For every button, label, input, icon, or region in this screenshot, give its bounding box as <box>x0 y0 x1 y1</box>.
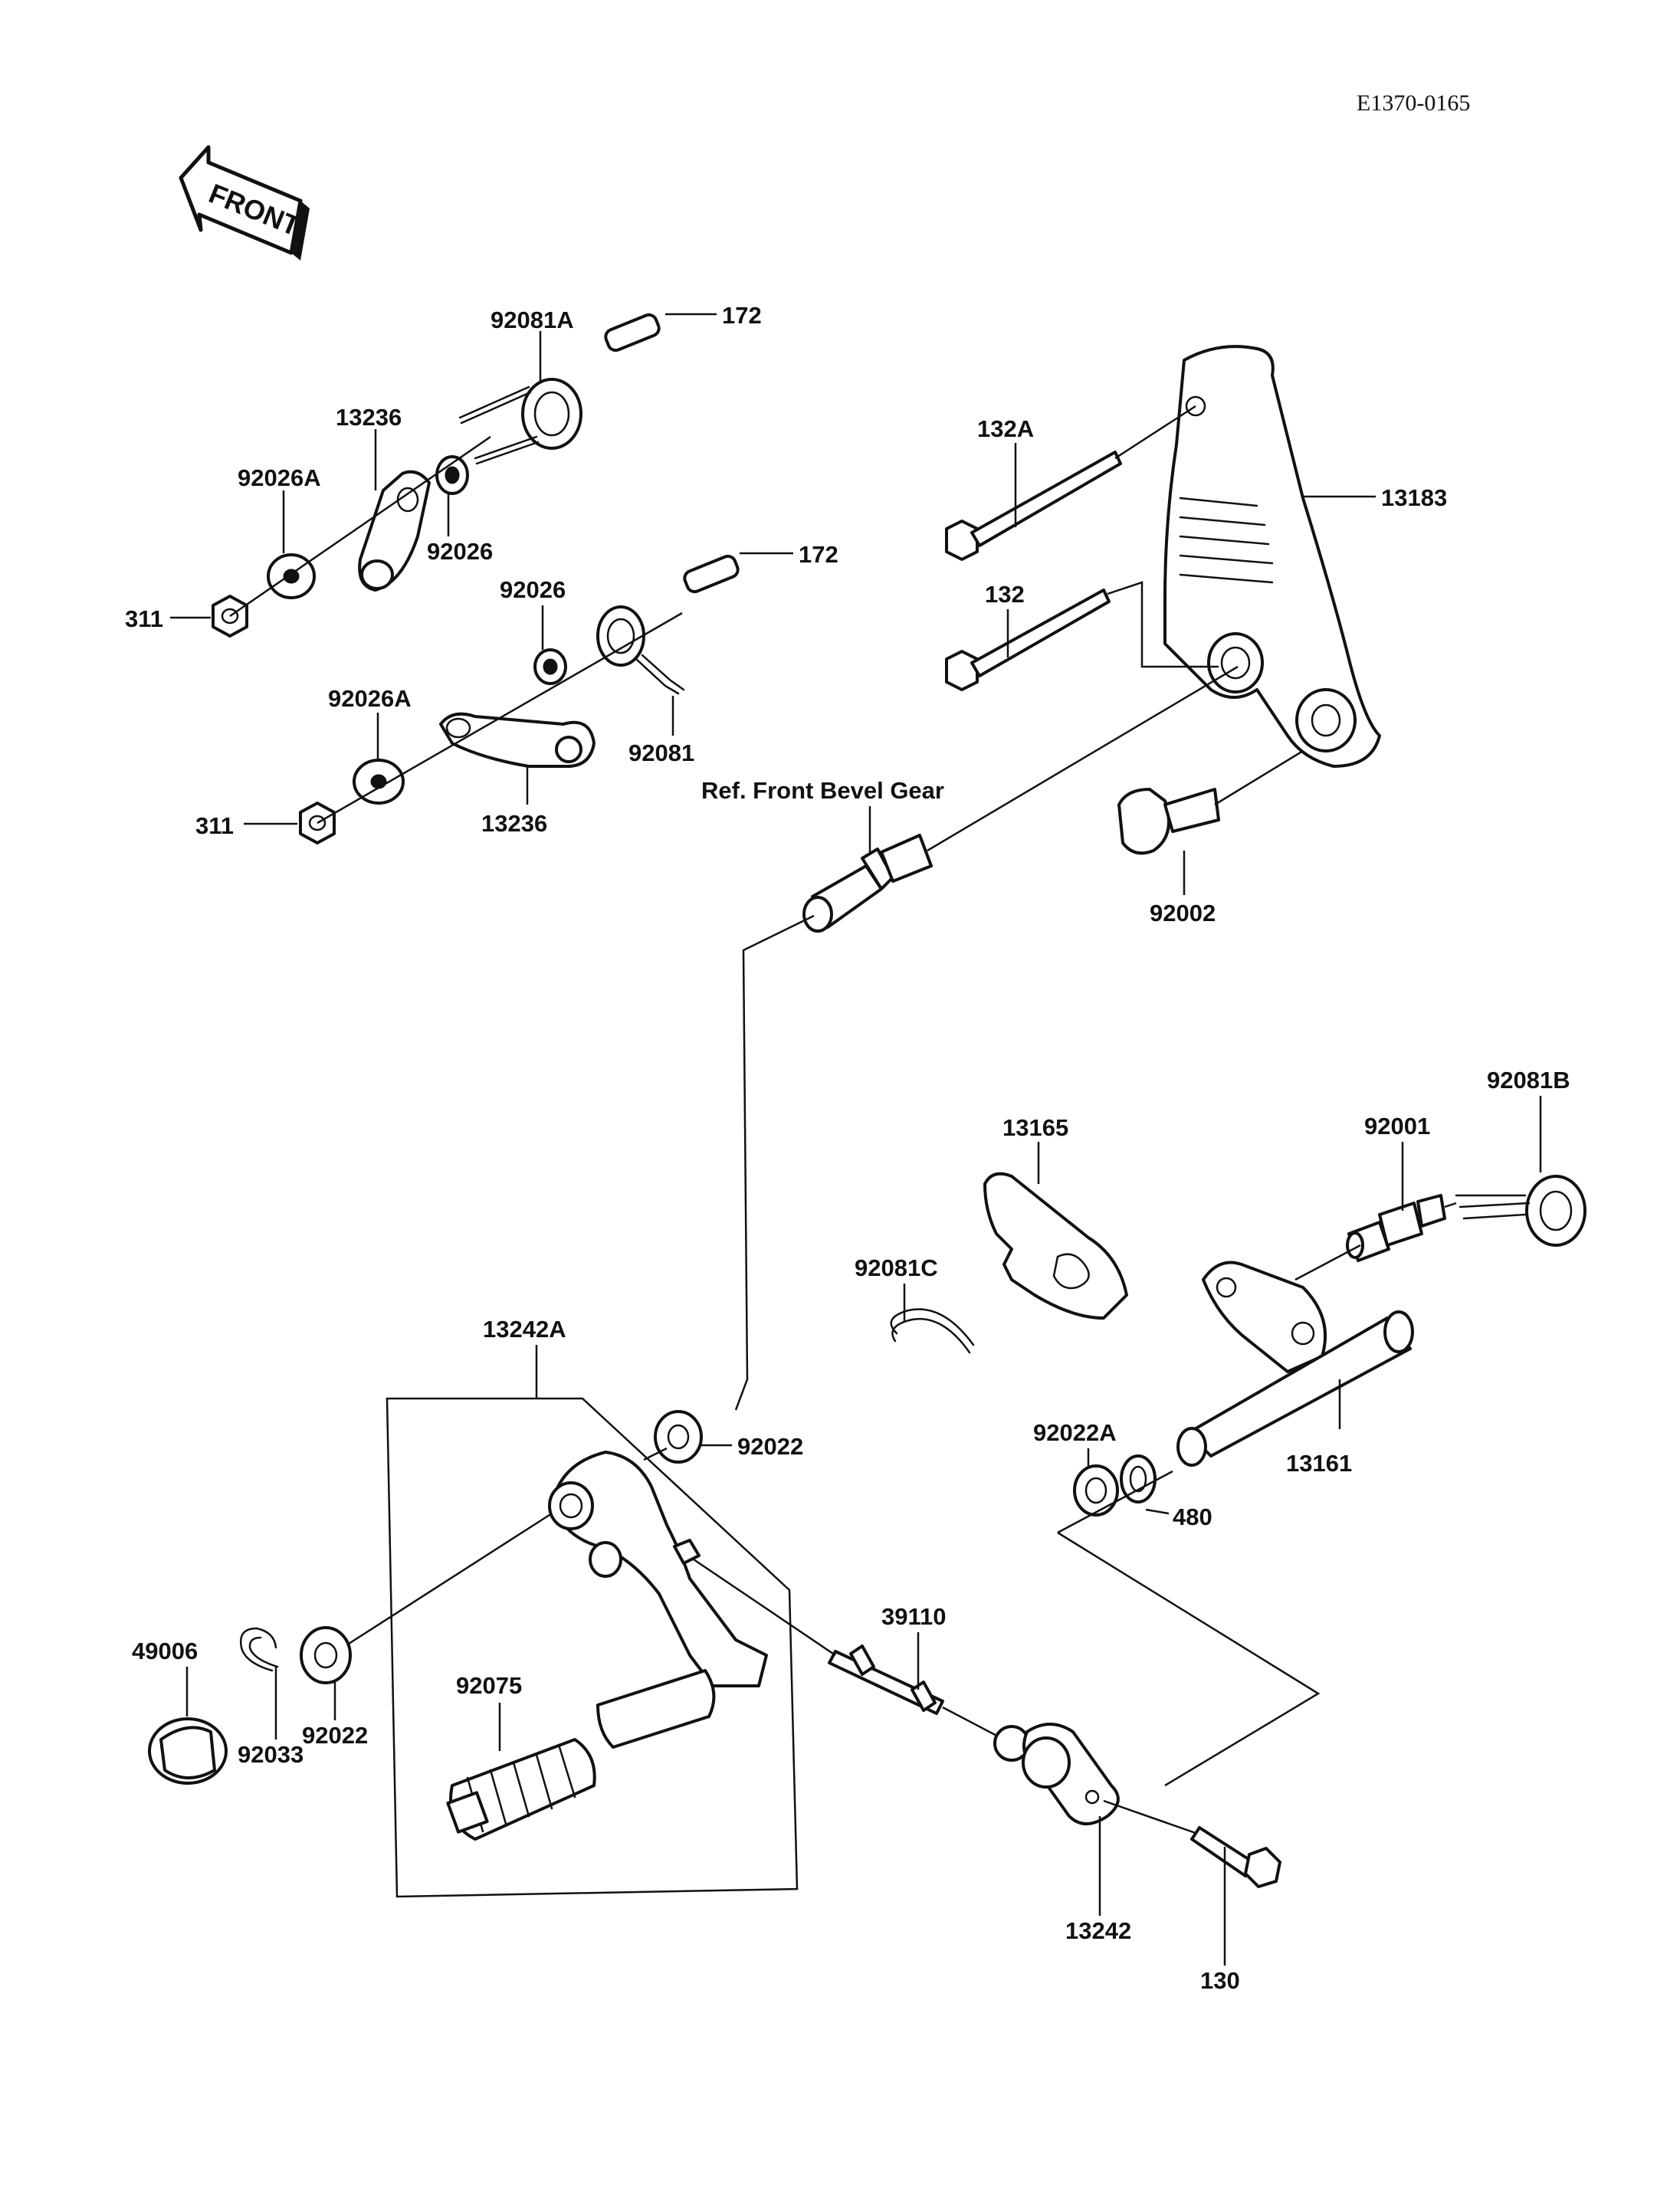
label-13236-top: 13236 <box>336 404 402 431</box>
label-13165: 13165 <box>1002 1114 1068 1141</box>
assembly-frame-13242a <box>386 1397 799 1898</box>
leader-lines <box>170 313 1542 1966</box>
label-311-top: 311 <box>125 605 163 632</box>
label-13161: 13161 <box>1286 1450 1352 1477</box>
circlip-480 <box>1120 1454 1157 1503</box>
bracket-13183 <box>1163 345 1381 768</box>
label-92081c: 92081C <box>855 1254 938 1281</box>
washer-92022a <box>1073 1464 1119 1517</box>
label-13183: 13183 <box>1381 484 1447 511</box>
lever-13236-top <box>358 470 431 592</box>
washer-92026a-top <box>267 553 316 599</box>
lever-13236-mid <box>439 712 596 768</box>
label-13236-mid: 13236 <box>481 810 547 837</box>
cap-49006 <box>148 1717 228 1785</box>
torsion-spring-92081a <box>458 378 582 465</box>
label-ref-front-bevel-gear: Ref. Front Bevel Gear <box>701 777 944 804</box>
pedal-peg <box>596 1669 716 1749</box>
bolt-130 <box>1190 1826 1281 1888</box>
label-92001: 92001 <box>1364 1113 1430 1139</box>
clip-92081c <box>890 1308 975 1354</box>
label-39110: 39110 <box>881 1603 947 1630</box>
shift-shaft-13161 <box>1176 1261 1414 1467</box>
label-92081a: 92081A <box>491 307 574 333</box>
label-92002: 92002 <box>1150 900 1216 926</box>
pin-172-top <box>604 313 661 353</box>
label-92075: 92075 <box>456 1672 522 1699</box>
bolt-92001 <box>1346 1194 1446 1262</box>
front-bevel-gear-shaft <box>802 834 933 933</box>
washer-92022-bot <box>300 1626 352 1684</box>
label-480: 480 <box>1173 1503 1212 1530</box>
label-172-top: 172 <box>722 302 762 329</box>
collar-92026-top <box>435 455 469 495</box>
rod-joint-13242 <box>993 1723 1120 1825</box>
label-13242: 13242 <box>1065 1917 1131 1944</box>
torsion-spring-92081b <box>1455 1175 1586 1247</box>
tie-rod-39110 <box>828 1644 944 1715</box>
torsion-spring-92081 <box>596 605 685 695</box>
label-92033: 92033 <box>238 1741 304 1768</box>
label-92026-top: 92026 <box>427 538 493 565</box>
rubber-92075 <box>446 1738 596 1841</box>
bolt-132a <box>945 451 1122 561</box>
shift-pedal-arm <box>548 1451 768 1687</box>
label-92081b: 92081B <box>1487 1067 1570 1094</box>
front-arrow-icon: FRONT <box>179 145 310 261</box>
label-130: 130 <box>1200 1967 1240 1994</box>
label-92026a-top: 92026A <box>238 464 321 491</box>
pin-172-mid <box>683 554 740 594</box>
label-92022-bot: 92022 <box>302 1722 368 1749</box>
bolt-92002 <box>1117 788 1220 855</box>
label-92081: 92081 <box>628 739 694 766</box>
bolt-132 <box>945 589 1111 691</box>
washer-92022-top <box>654 1410 703 1464</box>
label-132a: 132A <box>977 415 1034 442</box>
diagram-code: E1370-0165 <box>1357 90 1470 116</box>
washer-92026a-mid <box>353 759 405 805</box>
label-92022a: 92022A <box>1033 1419 1117 1446</box>
collar-92026-mid <box>533 648 567 685</box>
label-311-mid: 311 <box>195 812 234 839</box>
label-13242a: 13242A <box>483 1316 566 1343</box>
label-92026-mid: 92026 <box>500 576 566 603</box>
circlip-92033 <box>239 1627 279 1672</box>
label-132: 132 <box>985 581 1025 608</box>
label-92022-top: 92022 <box>737 1433 803 1460</box>
label-172-mid: 172 <box>799 541 838 568</box>
label-49006: 49006 <box>132 1638 198 1664</box>
plate-13165 <box>983 1172 1128 1320</box>
label-92026a-mid: 92026A <box>328 685 412 712</box>
